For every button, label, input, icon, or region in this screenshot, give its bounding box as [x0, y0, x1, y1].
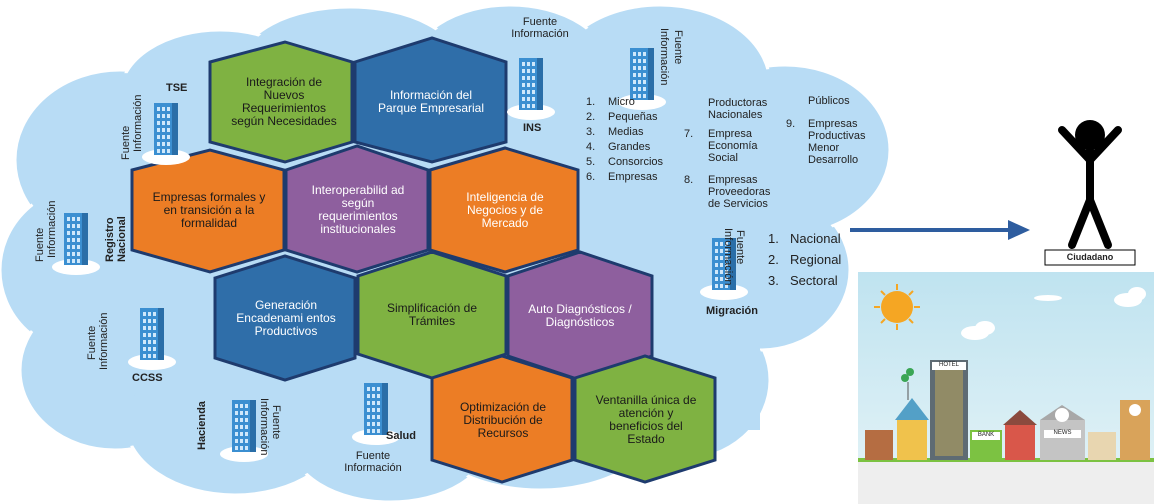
- source-label-ccss-info: Información: [98, 312, 110, 370]
- hex-generacion: [213, 254, 357, 382]
- hex-interoperabilidad: [284, 144, 430, 274]
- source-label-salud: Fuente Información: [344, 450, 402, 474]
- list-item: 1.Micro: [586, 96, 635, 108]
- sun-icon: [881, 291, 913, 323]
- scope-list: 1.Nacional 2.Regional 3.Sectoral: [768, 228, 841, 291]
- hex-simplificacion: [356, 250, 508, 380]
- source-label-migracion-fuente: Fuente: [734, 230, 746, 265]
- list-mid-c: Empresas Proveedoras de Servicios: [708, 174, 771, 210]
- citizen-figure-icon: [1058, 120, 1122, 249]
- list-item: 3.Medias: [586, 126, 644, 138]
- building-icons: [52, 48, 748, 462]
- list-item: 6.Empresas: [586, 171, 658, 183]
- hex-ventanilla: [573, 354, 717, 484]
- list-mid-a: Productoras Nacionales: [708, 97, 768, 121]
- source-label-ins-vertical-fuente: Fuente: [672, 30, 684, 65]
- hex-label-inteligencia: Inteligencia de Negocios y de Mercado: [466, 189, 544, 230]
- source-label-hacienda-fuente: Fuente: [270, 405, 282, 440]
- hex-inteligencia: [428, 146, 580, 274]
- source-label-registro-fuente: Fuente: [34, 227, 46, 262]
- list-item: 5.Consorcios: [586, 156, 664, 168]
- source-label-tse-info: Información: [132, 94, 144, 152]
- hex-auto-diagnosticos: [506, 250, 654, 382]
- building-icon-tse: [142, 103, 190, 165]
- city-illustration: [858, 272, 1154, 504]
- building-icon-ccss: [128, 308, 176, 370]
- list-right-b: Empresas Productivas Menor Desarrollo: [808, 118, 866, 166]
- list-item: 1.Nacional: [768, 231, 841, 246]
- hex-label-empresas-formales: Empresas formales y en transición a la f…: [152, 189, 266, 230]
- store-sign: NEWS: [1053, 430, 1072, 436]
- citizen-label: Ciudadano: [1066, 252, 1114, 262]
- hex-label-ventanilla: Ventanilla única de atención y beneficio…: [595, 393, 697, 446]
- source-name-hacienda: Hacienda: [196, 401, 208, 450]
- source-name-ccss: CCSS: [132, 372, 163, 384]
- source-name-tse: TSE: [166, 82, 188, 94]
- hex-optimizacion: [430, 354, 574, 484]
- list-item: 3.Sectoral: [768, 273, 838, 288]
- building-icon-ins-2: [618, 48, 666, 110]
- hotel-sign: HOTEL: [938, 362, 959, 368]
- hex-label-interoperabilidad: Interoperabilid ad según requerimientos …: [311, 183, 405, 236]
- hex-empresas-formales: [130, 148, 286, 274]
- source-label-ins-top: Fuente Información: [511, 16, 569, 40]
- hex-label-auto-diagnosticos: Auto Diagnósticos / Diagnósticos: [528, 302, 632, 329]
- bank-sign: BANK: [977, 432, 995, 438]
- source-label-registro-info: Información: [46, 200, 58, 258]
- citizen-label-box: [1044, 249, 1136, 266]
- source-label-ins-vertical-info: Información: [658, 28, 670, 86]
- arrow-icon: [850, 220, 1030, 240]
- hex-label-generacion: Generación Encadenami entos Productivos: [236, 297, 336, 338]
- source-name-migracion: Migración: [706, 305, 758, 317]
- list-mid-n7: 7.: [684, 128, 694, 140]
- building-icon-salud: [352, 383, 400, 445]
- hexagon-grid: [130, 36, 717, 484]
- hex-label-optimizacion: Optimización de Distribución de Recursos: [459, 399, 547, 440]
- building-icon-hacienda: [220, 400, 268, 462]
- list-right-n9: 9.: [786, 118, 796, 130]
- hex-label-informacion-parque: Información del Parque Empresarial: [377, 88, 485, 115]
- hex-informacion-parque: [353, 36, 508, 164]
- list-mid-n8: 8.: [684, 174, 694, 186]
- hex-label-simplificacion: Simplificación de Trámites: [386, 301, 478, 328]
- building-icon-ins: [507, 58, 555, 120]
- list-item: 2.Pequeñas: [586, 111, 658, 123]
- building-icon-registro: [52, 213, 100, 275]
- source-name-salud: Salud: [386, 430, 416, 442]
- company-size-list: 1.Micro 2.Pequeñas 3.Medias 4.Grandes 5.…: [586, 95, 663, 185]
- source-label-ccss-fuente: Fuente: [86, 325, 98, 360]
- source-name-ins: INS: [523, 122, 542, 134]
- list-item: 4.Grandes: [586, 141, 651, 153]
- source-label-migracion-info: Información: [722, 228, 734, 286]
- list-right-a: Públicos: [808, 95, 850, 107]
- list-item: 2.Regional: [768, 252, 842, 267]
- hex-label-integracion: Integración de Nuevos Requerimientos seg…: [231, 75, 337, 128]
- source-name-registro-nacional: Registro Nacional: [104, 216, 128, 262]
- building-icon-migracion: [700, 238, 748, 300]
- hex-integracion: [208, 40, 354, 164]
- source-label-tse-fuente: Fuente: [120, 125, 132, 160]
- list-mid-b: Empresa Economía Social: [708, 128, 758, 164]
- source-label-hacienda-info: Información: [258, 398, 270, 456]
